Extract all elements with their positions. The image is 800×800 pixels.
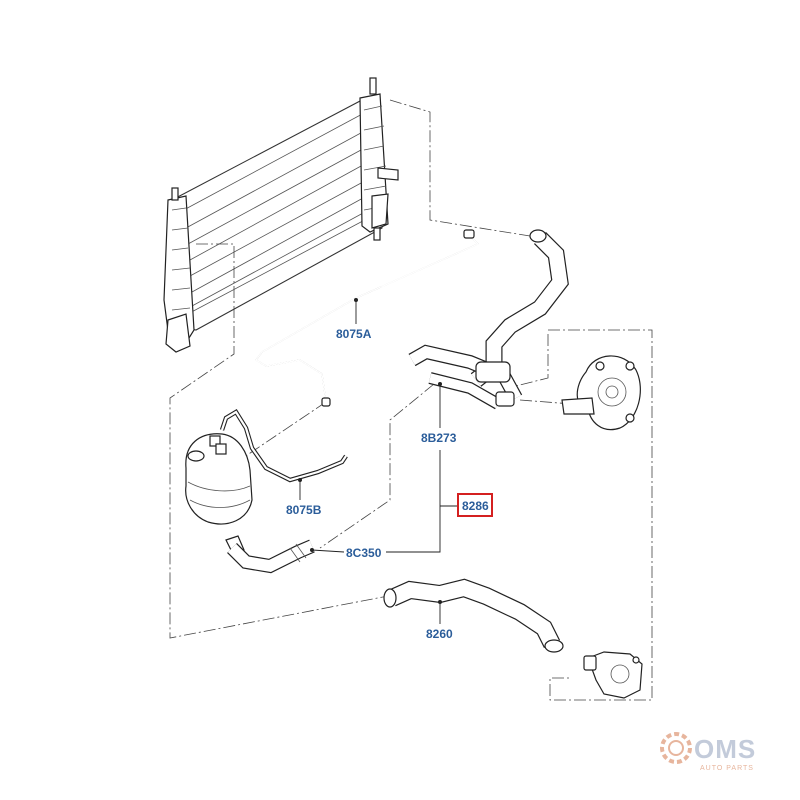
part-label-8075a: 8075A (336, 327, 372, 341)
highlight-box (457, 493, 493, 517)
part-label-8c350: 8C350 (346, 546, 382, 560)
leader-lines (299, 300, 458, 624)
part-label-8075b: 8075B (286, 503, 322, 517)
watermark-brand: OMS (694, 734, 756, 764)
leader-dots (298, 298, 442, 604)
radiator-drawing (163, 77, 399, 353)
hose-8075a (254, 229, 480, 407)
watermark-logo: OMS AUTO PARTS (660, 732, 756, 772)
hose-8c350 (227, 539, 315, 574)
part-label-8260: 8260 (426, 627, 453, 641)
thermostat-housing-drawing (583, 651, 643, 699)
watermark-tagline: AUTO PARTS (700, 765, 754, 772)
part-label-8286[interactable]: 8286 (462, 499, 489, 513)
gear-icon (660, 732, 692, 764)
hose-8075b (215, 409, 348, 483)
hose-8b273-assembly (408, 229, 569, 410)
part-label-8b273: 8B273 (421, 431, 457, 445)
water-pump-drawing (561, 355, 641, 431)
hose-8260 (383, 578, 564, 653)
